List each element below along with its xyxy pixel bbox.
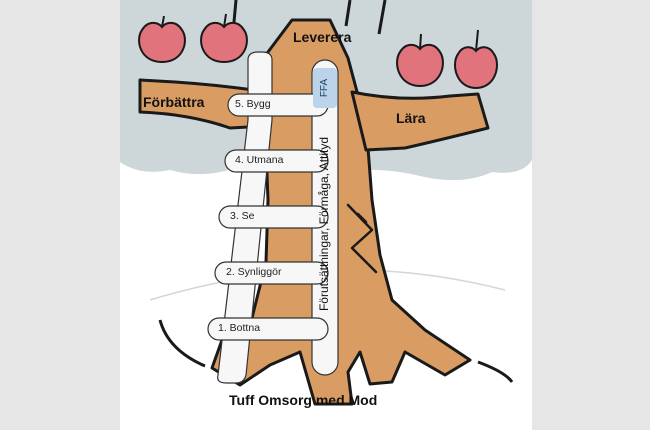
step-label-1: 1. Bottna [218,322,261,334]
branch-label-right: Lära [396,110,426,126]
step-label-3: 3. Se [230,210,255,222]
apple-icon [454,29,498,90]
rung-3 [218,205,329,229]
crack-icon [346,203,378,274]
branch-label-left: Förbättra [143,94,205,110]
ffa-tag [313,68,337,108]
apple-icon [396,33,444,88]
step-label-2: 2. Synliggör [226,266,282,278]
rung-2 [214,261,329,285]
rail-tag-ffa: FFA [319,78,330,98]
step-label-4: 4. Utmana [235,154,284,166]
branch-label-top: Leverera [293,29,352,45]
apple-icon [138,15,186,64]
step-label-5: 5. Bygg [235,98,271,110]
rail-label: Förutsättningar, Förmåga, Attityd [317,136,331,312]
diagram-title: Tuff Omsorg med Mod [229,392,378,408]
rung-4 [224,149,329,173]
branch-right [350,90,490,152]
rung-1 [207,317,329,341]
apple-icon [200,13,248,64]
